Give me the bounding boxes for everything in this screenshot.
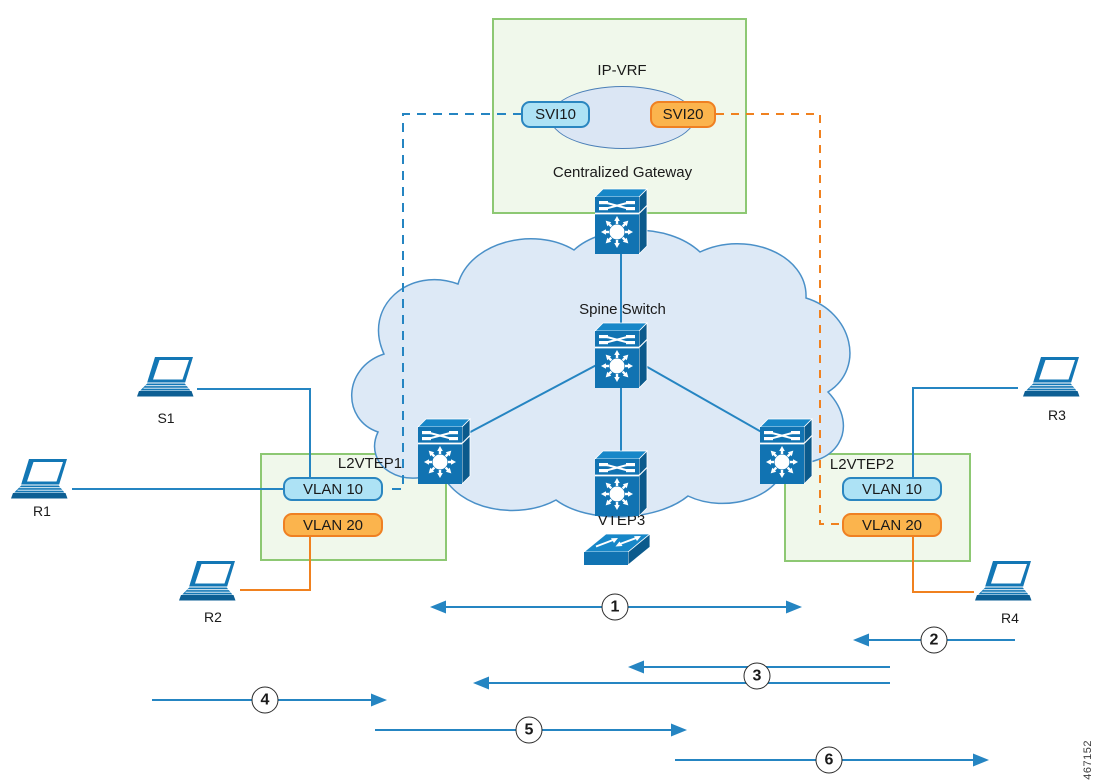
step-1-marker: 1 xyxy=(601,593,629,621)
step-5-marker: 5 xyxy=(515,716,543,744)
step-6-number: 6 xyxy=(824,751,834,768)
link-r3-vlan10 xyxy=(912,387,1018,478)
svi10-badge: SVI10 xyxy=(521,101,590,128)
link-spine-vtep1 xyxy=(443,351,622,447)
host-s1-label: S1 xyxy=(157,410,175,426)
flow-arrow-heads xyxy=(371,600,989,767)
link-r2-vlan20 xyxy=(240,536,311,591)
step-3-number: 3 xyxy=(752,667,762,684)
arrowhead-6 xyxy=(973,753,989,767)
site1-vlan20-badge: VLAN 20 xyxy=(283,513,383,537)
arrowhead-2 xyxy=(853,633,869,647)
host-r3-label: R3 xyxy=(1048,407,1066,423)
link-s1-vlan10 xyxy=(197,388,311,478)
host-r1-label: R1 xyxy=(33,503,51,519)
centralized-gateway-switch-icon xyxy=(594,186,648,254)
link-spine-vtep2 xyxy=(620,351,787,447)
host-r1-laptop-icon xyxy=(8,458,72,506)
arrowhead-3a xyxy=(628,660,644,674)
vtep2-switch-icon xyxy=(759,416,813,484)
site2-vlan20-badge: VLAN 20 xyxy=(842,513,942,537)
l2vtep2-box xyxy=(784,453,971,562)
host-r2-label: R2 xyxy=(204,609,222,625)
step-1-number: 1 xyxy=(610,598,620,615)
arrowhead-4 xyxy=(371,693,387,707)
host-r3-laptop-icon xyxy=(1020,356,1084,404)
arrowhead-1-left xyxy=(430,600,446,614)
step-5-number: 5 xyxy=(524,721,534,738)
step-4-number: 4 xyxy=(260,691,270,708)
ip-vrf-label: IP-VRF xyxy=(597,62,647,79)
spine-switch-icon xyxy=(594,320,648,388)
arrowhead-5 xyxy=(671,723,687,737)
step-3-marker: 3 xyxy=(743,662,771,690)
host-s1-laptop-icon xyxy=(134,356,198,404)
host-links-blue xyxy=(72,387,1018,490)
figure-id: 467152 xyxy=(1082,740,1094,780)
flow-arrow-lines xyxy=(152,606,1015,761)
arrowhead-3b xyxy=(473,676,489,690)
svi20-badge: SVI20 xyxy=(650,101,716,128)
dashed-svi20-vlan20 xyxy=(716,113,843,525)
step-6-marker: 6 xyxy=(815,746,843,774)
host-links-orange xyxy=(240,536,974,593)
step-4-marker: 4 xyxy=(251,686,279,714)
host-r2-laptop-icon xyxy=(176,560,240,608)
l2vtep2-label: L2VTEP2 xyxy=(829,456,895,473)
vtep3-switch-icon xyxy=(594,448,648,516)
vtep3-label: VTEP3 xyxy=(597,512,646,529)
arrowhead-1-right xyxy=(786,600,802,614)
centralized-gateway-label: Centralized Gateway xyxy=(552,164,693,181)
site1-vlan10-badge: VLAN 10 xyxy=(283,477,383,501)
link-r4-vlan20 xyxy=(912,536,974,593)
site2-vlan10-badge: VLAN 10 xyxy=(842,477,942,501)
step-2-number: 2 xyxy=(929,631,939,648)
host-r4-laptop-icon xyxy=(972,560,1036,608)
host-r4-label: R4 xyxy=(1001,610,1019,626)
l2-switch-icon xyxy=(583,531,651,569)
dashed-svi10-vlan10 xyxy=(385,113,522,490)
spine-switch-label: Spine Switch xyxy=(579,301,666,318)
vtep1-switch-icon xyxy=(417,416,471,484)
step-2-marker: 2 xyxy=(920,626,948,654)
l2vtep1-label: L2VTEP1 xyxy=(337,455,403,472)
